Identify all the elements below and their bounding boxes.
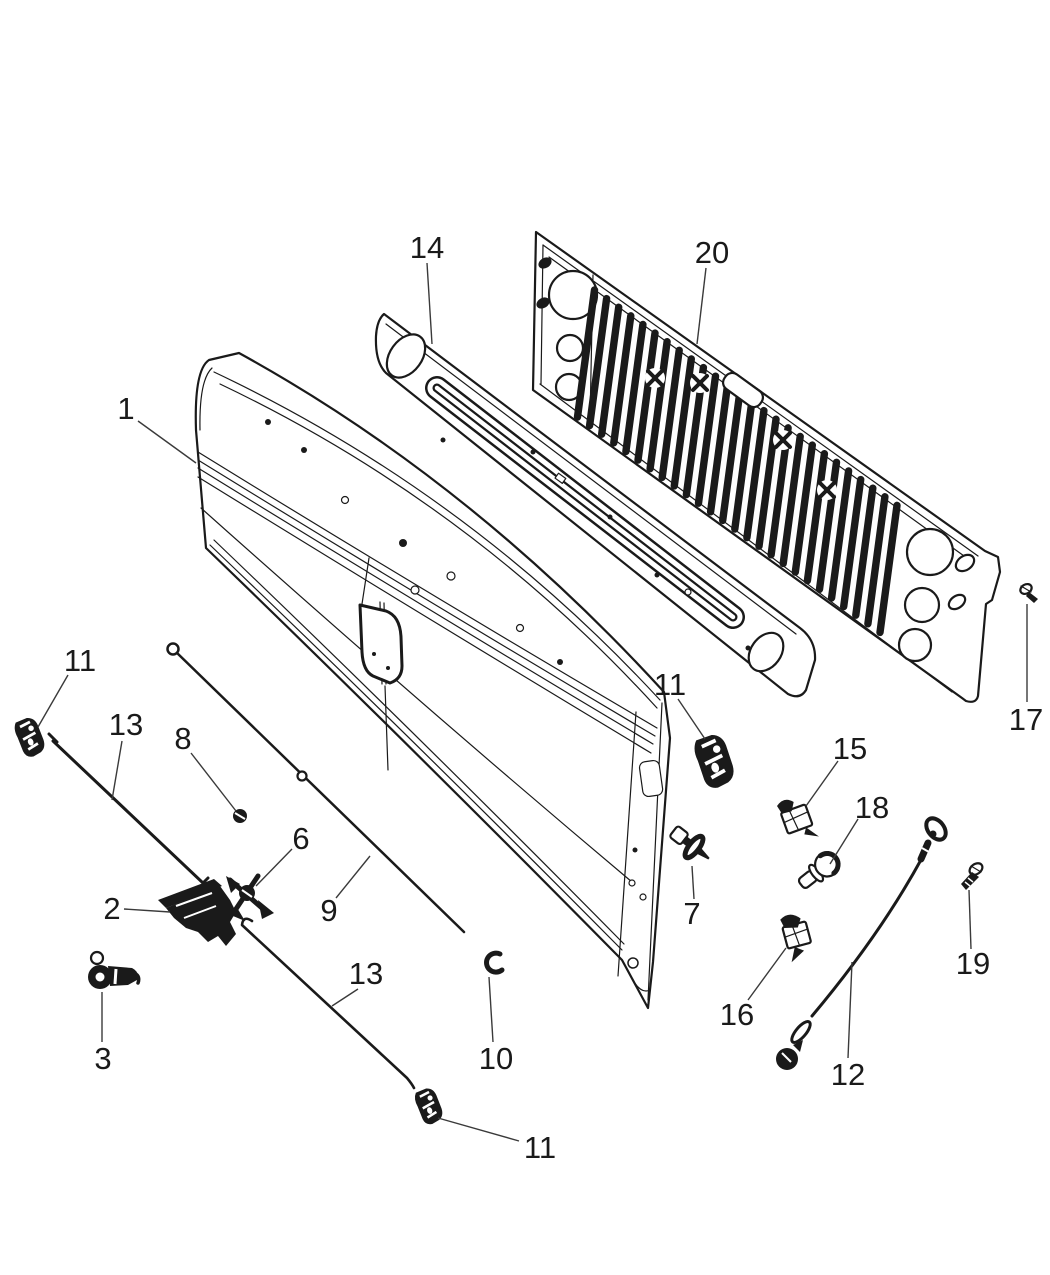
- callout-14: 14: [410, 230, 444, 265]
- release-rod-upper-13: [47, 732, 210, 885]
- screw-19: [961, 862, 984, 890]
- hinge-bottom: [411, 1084, 447, 1129]
- emblem-pocket: [358, 603, 404, 685]
- bumper-16: [780, 914, 812, 963]
- hinge-right: [689, 729, 740, 793]
- screw-17: [1019, 582, 1038, 603]
- callout-2: 2: [103, 891, 120, 926]
- callout-11-left: 11: [64, 643, 96, 678]
- callout-12: 12: [831, 1057, 865, 1092]
- callout-18: 18: [855, 790, 889, 825]
- callout-11-right: 11: [654, 667, 686, 702]
- link-rod-9: [166, 642, 466, 934]
- inner-panel-14: [374, 312, 817, 698]
- vent-slats: [573, 286, 901, 637]
- lock-cylinder-3: [88, 950, 141, 989]
- leader-lines: [37, 262, 1028, 1142]
- tailgate-outer-panel-1: [194, 351, 672, 1010]
- callout-20: 20: [695, 235, 729, 270]
- callout-1: 1: [117, 391, 134, 426]
- callout-15: 15: [833, 731, 867, 766]
- callout-6: 6: [292, 821, 309, 856]
- check-cable-12: [776, 816, 948, 1070]
- callout-19: 19: [956, 946, 990, 981]
- callout-8: 8: [174, 721, 191, 756]
- shoulder-bolt-18: [797, 850, 841, 889]
- callout-16: 16: [720, 997, 754, 1032]
- striker-pin-7: [669, 825, 710, 861]
- callout-13-lower: 13: [349, 956, 383, 991]
- callout-17: 17: [1009, 702, 1043, 737]
- clip-nut-8: [233, 809, 247, 823]
- handle-2: [158, 879, 236, 946]
- callout-3: 3: [94, 1041, 111, 1076]
- callout-11-bottom: 11: [524, 1130, 556, 1165]
- callout-labels: 1 14 20 17 11 13 8 2 6 9 3 13 10 11 11 1…: [64, 230, 1043, 1165]
- slat-bolts: [645, 368, 837, 500]
- callout-7: 7: [683, 896, 700, 931]
- callout-10: 10: [479, 1041, 513, 1076]
- hinge-left: [10, 713, 49, 761]
- callout-13-upper: 13: [109, 707, 143, 742]
- callout-9: 9: [320, 893, 337, 928]
- release-rod-lower-13: [240, 917, 416, 1090]
- bumper-15: [777, 799, 819, 837]
- access-panel-20: [531, 230, 1002, 703]
- c-clip-10: [484, 950, 505, 975]
- latch-6: [226, 873, 274, 921]
